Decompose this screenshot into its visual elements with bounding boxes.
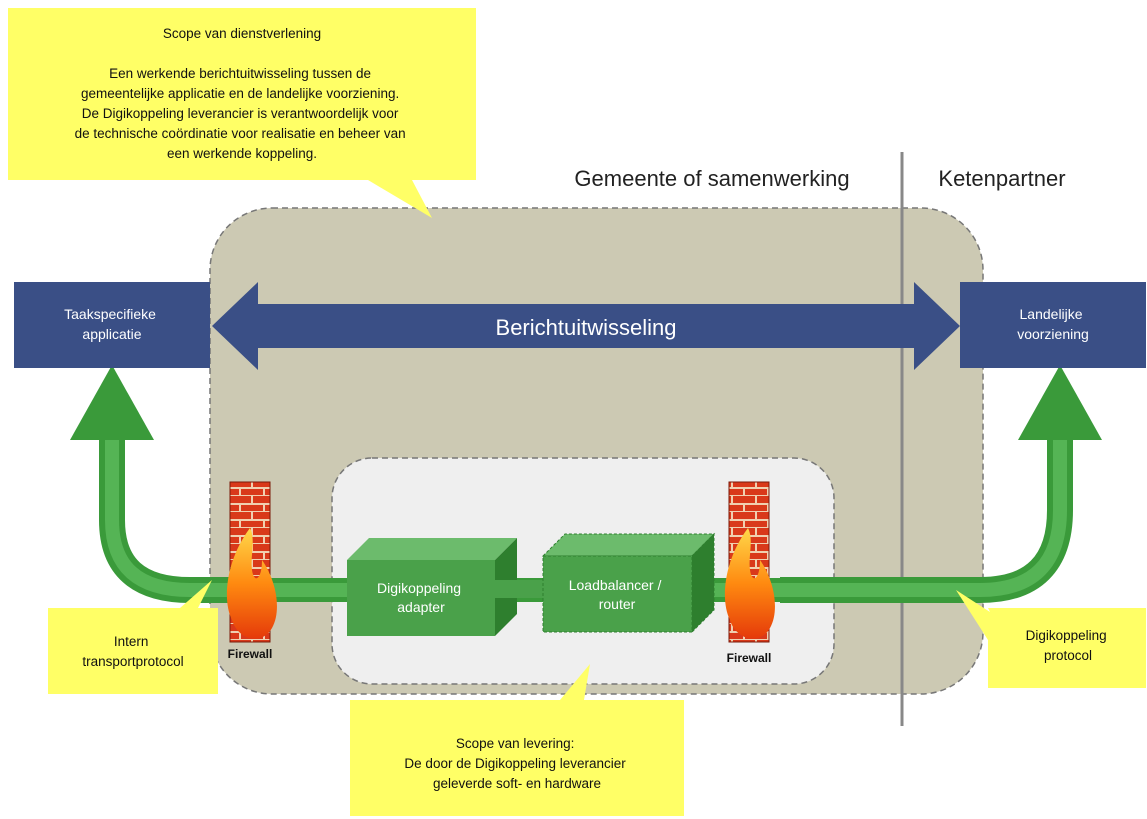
endpoint-right [960, 282, 1146, 368]
flame-icon [724, 528, 775, 639]
endpoint-left [14, 282, 210, 368]
message-exchange-arrow [212, 282, 960, 370]
component-connector [495, 580, 543, 598]
digikoppeling-adapter-box [347, 538, 517, 636]
callout-scope-service-body: Een werkende berichtuitwisseling tussen … [75, 66, 410, 161]
callout-scope-service [8, 8, 476, 218]
region-label-ketenpartner: Ketenpartner [938, 166, 1065, 191]
callout-digikoppeling-protocol-text: Digikoppeling protocol [1026, 628, 1111, 663]
loadbalancer-label: Loadbalancer / router [569, 577, 666, 612]
firewall-right [724, 481, 775, 643]
callout-scope-service-title: Scope van dienstverlening [163, 26, 321, 41]
green-arrowhead-left [70, 365, 154, 440]
endpoint-right-label: Landelijke voorziening [1017, 306, 1089, 342]
loadbalancer-router-box [541, 532, 716, 634]
callout-scope-delivery-text: Scope van levering: De door de Digikoppe… [404, 736, 629, 791]
callout-scope-delivery [350, 664, 684, 816]
adapter-label: Digikoppeling adapter [377, 580, 465, 615]
firewall-right-label: Firewall [727, 651, 772, 665]
callout-digikoppeling-protocol [956, 590, 1146, 688]
firewall-left-label: Firewall [228, 647, 273, 661]
flame-icon [226, 528, 277, 639]
region-label-gemeente: Gemeente of samenwerking [574, 166, 849, 191]
callout-internal-protocol [48, 580, 218, 694]
message-exchange-label: Berichtuitwisseling [496, 315, 677, 340]
firewall-left [226, 481, 277, 643]
endpoint-left-label: Taakspecifieke applicatie [64, 306, 160, 342]
callout-internal-protocol-text: Intern transportprotocol [82, 634, 183, 669]
green-arrowhead-right [1018, 365, 1102, 440]
